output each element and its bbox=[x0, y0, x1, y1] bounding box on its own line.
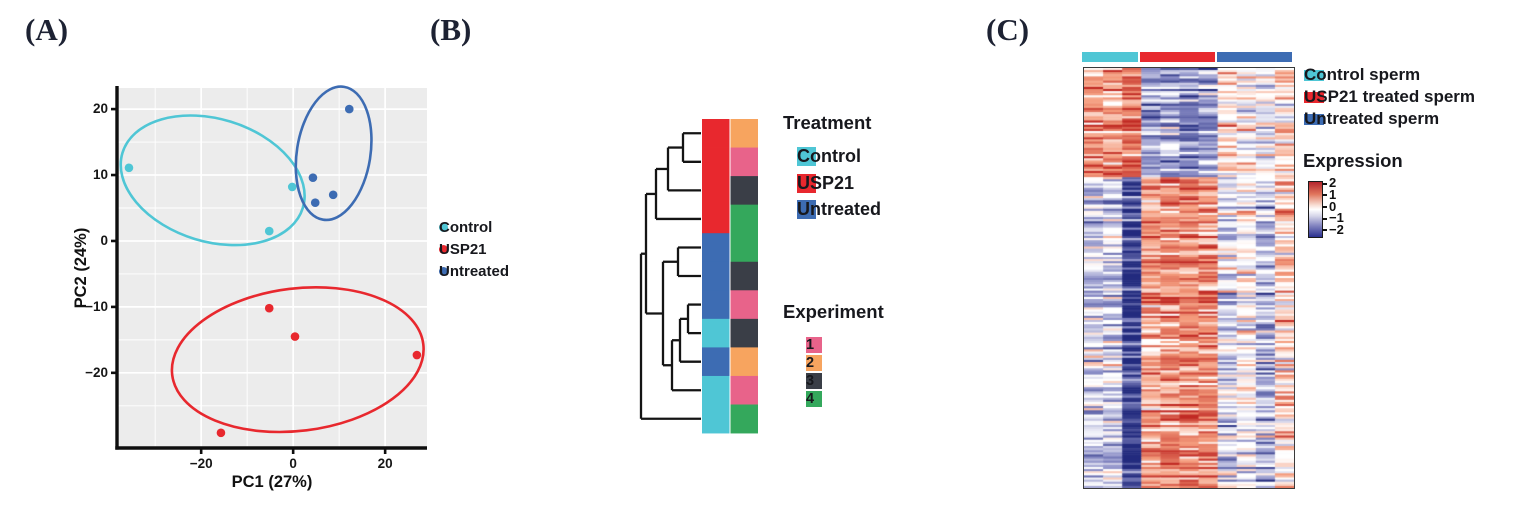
colorbar-tick-label: −2 bbox=[1329, 221, 1344, 237]
experiment-strip-cell bbox=[730, 375, 758, 405]
colorbar-tick-label: 0 bbox=[1329, 198, 1337, 214]
panel-b-label: (B) bbox=[430, 12, 472, 47]
heatmap-legend-label: Control sperm bbox=[1304, 65, 1421, 84]
panel-c-label: (C) bbox=[986, 12, 1030, 47]
treatment-strip-cell bbox=[702, 261, 730, 291]
treatment-strip-cell bbox=[702, 119, 730, 148]
untreated-swatch-icon bbox=[1304, 113, 1324, 125]
pca-legend-label: Control bbox=[439, 218, 493, 236]
experiment-1-swatch-icon bbox=[806, 337, 822, 353]
experiment-legend-label: 4 bbox=[806, 391, 815, 407]
usp21-dot-icon bbox=[439, 244, 448, 254]
colorbar-tick-mark bbox=[1322, 182, 1327, 185]
y-tick-label: −10 bbox=[85, 298, 108, 314]
heatmap-legend-label: Untreated sperm bbox=[1304, 109, 1440, 128]
colorbar-tick-mark bbox=[1322, 217, 1327, 220]
expression-legend-title: Expression bbox=[1303, 150, 1403, 171]
untreated-swatch-icon bbox=[797, 200, 816, 219]
pca-y-axis-title: PC2 (24%) bbox=[72, 227, 90, 309]
usp21-swatch-icon bbox=[1304, 91, 1324, 103]
x-tick-label: −20 bbox=[189, 456, 213, 471]
treatment-legend-title: Treatment bbox=[783, 112, 872, 133]
experiment-3-swatch-icon bbox=[806, 373, 822, 389]
heatmap-column-annotation-bar bbox=[1082, 52, 1294, 62]
data-point-untreated bbox=[310, 198, 320, 208]
experiment-strip-cell bbox=[730, 347, 758, 377]
data-point-control bbox=[124, 163, 134, 173]
experiment-2-swatch-icon bbox=[806, 355, 822, 371]
control-dot-icon bbox=[439, 222, 448, 232]
y-tick-label: 20 bbox=[92, 101, 108, 117]
experiment-strip-cell bbox=[730, 204, 758, 234]
experiment-legend-label: 3 bbox=[806, 373, 815, 389]
treatment-strip-cell bbox=[702, 318, 730, 348]
usp21-swatch-icon bbox=[797, 173, 816, 193]
data-point-usp21 bbox=[264, 303, 274, 313]
data-point-untreated bbox=[344, 104, 354, 114]
data-point-control bbox=[287, 182, 297, 192]
untreated-dot-icon bbox=[439, 266, 448, 276]
treatment-strip-cell bbox=[702, 375, 730, 405]
colorbar-tick-label: 2 bbox=[1329, 175, 1337, 191]
experiment-strip-cell bbox=[730, 119, 758, 148]
experiment-strip-cell bbox=[730, 147, 758, 177]
treatment-strip-cell bbox=[702, 404, 730, 434]
treatment-legend-label: Untreated bbox=[797, 199, 882, 219]
experiment-legend-title: Experiment bbox=[783, 301, 884, 322]
data-point-control bbox=[264, 226, 274, 236]
colorbar-tick-label: 1 bbox=[1329, 186, 1337, 202]
y-tick-label: 0 bbox=[100, 232, 108, 248]
experiment-strip-cell bbox=[730, 176, 758, 206]
expression-colorbar bbox=[1308, 181, 1323, 238]
cluster-ellipse-control bbox=[119, 114, 306, 247]
pca-legend-label: Untreated bbox=[439, 262, 510, 280]
pca-x-axis-title: PC1 (27%) bbox=[231, 473, 313, 491]
x-tick-label: 0 bbox=[289, 456, 297, 471]
data-point-untreated bbox=[328, 190, 338, 200]
experiment-4-swatch-icon bbox=[806, 391, 822, 407]
treatment-strip-cell bbox=[702, 347, 730, 377]
data-point-usp21 bbox=[290, 332, 300, 341]
pca-plot-background bbox=[117, 88, 427, 448]
heatmap-legend-label: USP21 treated sperm bbox=[1304, 87, 1476, 106]
experiment-legend-label: 2 bbox=[806, 355, 815, 371]
y-tick-label: −20 bbox=[85, 364, 108, 380]
experiment-strip-cell bbox=[730, 233, 758, 263]
control-swatch-icon bbox=[797, 147, 816, 166]
colorbar-tick-mark bbox=[1322, 194, 1327, 197]
colorbar-tick-mark bbox=[1322, 229, 1327, 232]
treatment-strip-cell bbox=[702, 147, 730, 177]
treatment-legend-label: Control bbox=[797, 146, 861, 166]
y-tick-label: 10 bbox=[92, 167, 108, 183]
experiment-strip-cell bbox=[730, 290, 758, 320]
panel-a-label: (A) bbox=[25, 12, 69, 47]
data-point-usp21 bbox=[412, 350, 422, 360]
treatment-strip-cell bbox=[702, 204, 730, 234]
data-point-usp21 bbox=[216, 428, 226, 438]
control-swatch-icon bbox=[1304, 69, 1324, 81]
x-tick-label: 20 bbox=[377, 456, 393, 471]
treatment-strip-cell bbox=[702, 290, 730, 320]
treatment-strip-cell bbox=[702, 176, 730, 206]
experiment-legend-label: 1 bbox=[806, 337, 815, 353]
cluster-ellipse-untreated bbox=[294, 85, 373, 222]
colorbar-tick-mark bbox=[1322, 206, 1327, 208]
treatment-legend-label: USP21 bbox=[797, 172, 855, 193]
experiment-strip-cell bbox=[730, 261, 758, 291]
pca-legend-label: USP21 bbox=[439, 240, 487, 258]
annotation-segment-usp21 bbox=[1139, 52, 1216, 62]
treatment-strip-cell bbox=[702, 233, 730, 263]
experiment-strip-cell bbox=[730, 404, 758, 434]
colorbar-tick-label: −1 bbox=[1329, 210, 1344, 226]
annotation-segment-control bbox=[1082, 52, 1139, 62]
expression-heatmap bbox=[1083, 67, 1295, 489]
experiment-strip-cell bbox=[730, 318, 758, 348]
annotation-segment-untreated bbox=[1216, 52, 1293, 62]
data-point-untreated bbox=[308, 173, 318, 182]
cluster-ellipse-usp21 bbox=[170, 286, 425, 434]
